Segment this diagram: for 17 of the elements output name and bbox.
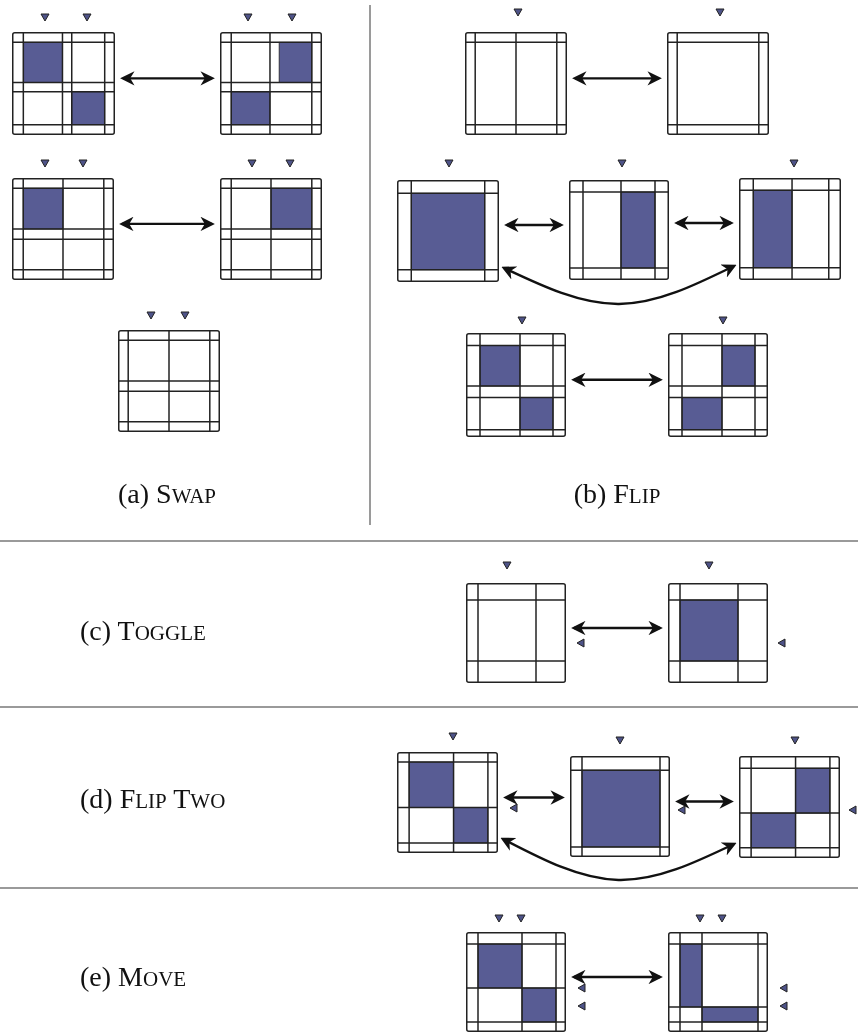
- panel-caption: (b) FLIP: [573, 480, 661, 508]
- double-arrow: [500, 837, 737, 882]
- double-arrow: [674, 215, 734, 231]
- double-arrow: [120, 71, 215, 86]
- panel-caption: (e) MOVE: [80, 963, 187, 991]
- double-arrow: [501, 264, 737, 306]
- double-arrow: [571, 372, 663, 387]
- double-arrow: [571, 620, 663, 636]
- double-arrow: [572, 71, 662, 86]
- double-arrow: [504, 217, 564, 233]
- double-arrow: [503, 790, 565, 805]
- panel-caption: (a) SWAP: [118, 480, 216, 508]
- panel-caption: (d) FLIP TWO: [80, 785, 226, 813]
- panel-caption: (c) TOGGLE: [80, 617, 206, 645]
- double-arrow: [119, 216, 215, 232]
- double-arrow: [675, 794, 734, 809]
- double-arrow: [571, 969, 663, 985]
